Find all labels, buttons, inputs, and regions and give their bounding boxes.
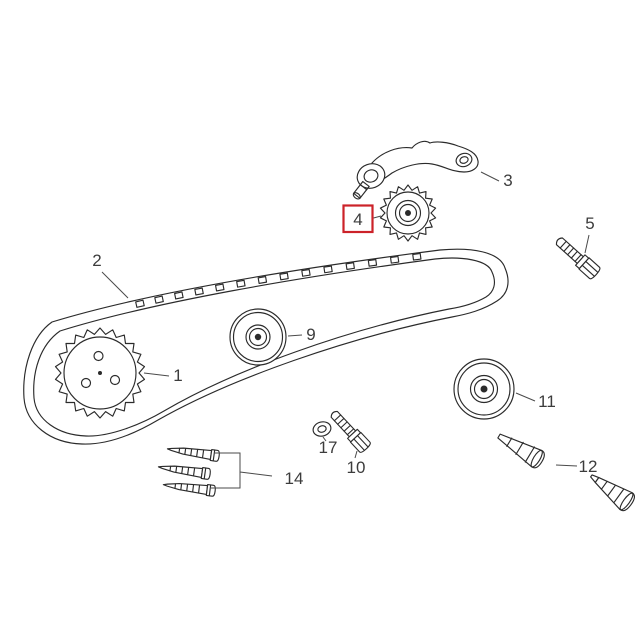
chain-links xyxy=(135,252,422,308)
part-label-10: 10 xyxy=(347,458,366,477)
chain-link xyxy=(236,279,246,288)
highlight-box xyxy=(342,204,374,234)
corner-screw xyxy=(590,474,635,512)
chain-link xyxy=(174,291,184,300)
chain-link xyxy=(257,276,268,284)
tensioner-arm-3 xyxy=(352,140,479,200)
chain-link xyxy=(345,262,355,270)
part-label-11: 11 xyxy=(538,392,556,411)
chain-link xyxy=(389,255,400,264)
part-label-17: 17 xyxy=(319,438,338,457)
chain-link xyxy=(323,265,333,274)
part-label-14: 14 xyxy=(285,469,304,488)
leader-lines xyxy=(101,171,590,489)
tensioner-sprocket-4 xyxy=(379,184,437,242)
drive-chain xyxy=(23,248,509,445)
bracket-14 xyxy=(211,452,273,489)
chain-link xyxy=(135,299,145,308)
tensioner-pin xyxy=(352,180,370,200)
chain-link xyxy=(412,252,422,261)
guide-roller-9 xyxy=(229,308,287,366)
part-label-3: 3 xyxy=(503,171,512,190)
chain-link xyxy=(214,283,225,292)
part-label-1: 1 xyxy=(173,366,182,385)
part-label-12: 12 xyxy=(579,457,598,476)
roller-11 xyxy=(453,358,515,420)
chain-link xyxy=(194,287,204,296)
part-label-5: 5 xyxy=(585,214,594,233)
washer-17 xyxy=(312,421,332,437)
chain-link xyxy=(279,272,289,281)
part-label-4: 4 xyxy=(353,210,362,229)
screw-set-14 xyxy=(157,442,221,498)
part-labels: 1 2 3 4 5 9 10 11 12 14 17 xyxy=(92,171,597,488)
part-label-2: 2 xyxy=(92,251,101,270)
chain-link xyxy=(154,295,164,304)
screw-12 xyxy=(497,433,545,469)
part-label-9: 9 xyxy=(306,325,315,344)
chain-link xyxy=(301,268,311,277)
sprocket-1 xyxy=(54,327,146,419)
chain-link xyxy=(367,259,378,267)
bolt-5 xyxy=(552,233,602,281)
